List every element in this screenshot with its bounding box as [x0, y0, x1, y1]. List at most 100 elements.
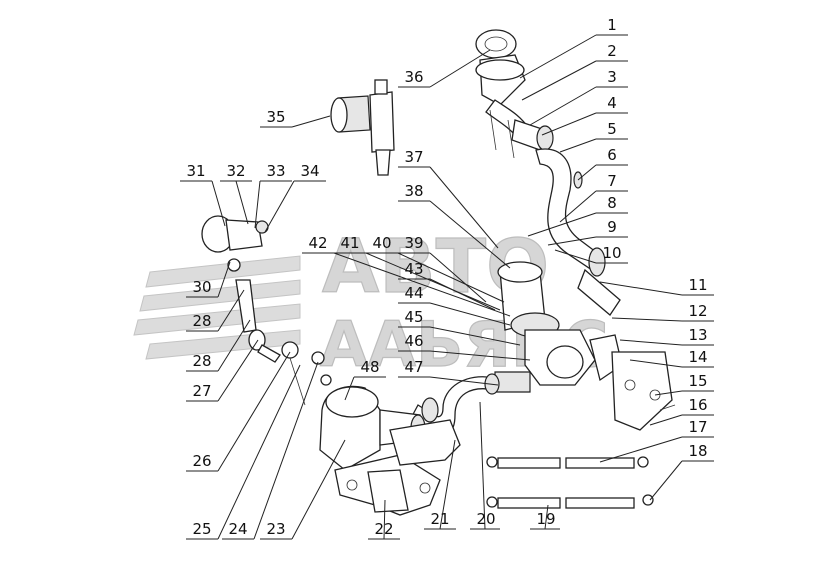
callout-number: 16	[688, 396, 707, 414]
callout-number: 22	[374, 520, 393, 538]
callout-number: 24	[228, 520, 247, 538]
callout-number: 28	[192, 352, 211, 370]
callout-number: 14	[688, 348, 707, 366]
callout-number: 38	[404, 182, 423, 200]
callout-leader	[599, 436, 683, 463]
callout-number: 45	[404, 308, 423, 326]
callout-leader	[429, 278, 496, 311]
callout-number: 21	[430, 510, 449, 528]
top-flange-elbow	[475, 29, 554, 159]
callout-leader	[264, 180, 295, 233]
callout-number: 5	[607, 120, 617, 138]
callout-leader	[291, 115, 331, 128]
callout-leader	[599, 281, 683, 296]
watermark-logo-stripes	[133, 255, 301, 360]
callout-leader	[429, 200, 511, 269]
callout-number: 39	[404, 234, 423, 252]
leader-lines	[180, 34, 714, 540]
callout-number: 35	[266, 108, 285, 126]
callout-number: 11	[688, 276, 707, 294]
callout-number: 25	[192, 520, 211, 538]
callout-leader	[217, 351, 291, 472]
callout-number: 48	[360, 358, 379, 376]
callout-number: 33	[266, 162, 285, 180]
callout-leader	[629, 359, 683, 368]
callout-leader	[333, 252, 511, 317]
right-bracket	[611, 351, 676, 431]
callout-number: 26	[192, 452, 211, 470]
callout-leader	[217, 289, 245, 332]
callout-leader	[649, 414, 683, 426]
callout-leader	[397, 252, 505, 303]
callout-number: 18	[688, 442, 707, 460]
callout-number: 42	[308, 234, 327, 252]
callout-leader	[547, 236, 597, 246]
callout-leader	[611, 317, 683, 322]
callout-leader	[365, 252, 501, 311]
callout-leader	[235, 180, 249, 225]
callout-leader	[429, 326, 521, 346]
callout-number: 44	[404, 284, 423, 302]
callout-number: 27	[192, 382, 211, 400]
callout-leader	[383, 499, 386, 540]
callout-number: 2	[607, 42, 617, 60]
callout-number: 36	[404, 68, 423, 86]
callout-number: 47	[404, 358, 423, 376]
callout-leader	[217, 364, 301, 540]
callout-leader	[619, 339, 683, 346]
callout-number: 30	[192, 278, 211, 296]
callout-number: 23	[266, 520, 285, 538]
callout-leader	[253, 361, 319, 540]
upper-hose	[535, 148, 621, 316]
callout-number: 43	[404, 260, 423, 278]
callout-number: 6	[607, 146, 617, 164]
callout-leader	[559, 190, 597, 223]
callout-leader	[291, 439, 346, 540]
callout-leader	[521, 60, 597, 101]
callout-leader	[429, 49, 491, 88]
callout-leader	[649, 460, 683, 501]
callout-number: 20	[476, 510, 495, 528]
callout-leader	[429, 376, 499, 386]
callout-leader	[254, 180, 261, 229]
callout-leader	[559, 138, 597, 153]
callout-leader	[529, 86, 597, 126]
callout-leader	[429, 302, 511, 326]
callout-number: 3	[607, 68, 617, 86]
callout-number: 32	[226, 162, 245, 180]
callout-number: 19	[536, 510, 555, 528]
straight-tubes	[486, 456, 654, 509]
callout-labels: 1234567891011121314151617181920212223242…	[186, 16, 707, 538]
callout-leader	[217, 319, 251, 372]
callout-leader	[429, 166, 499, 249]
callout-leader	[577, 164, 597, 181]
callout-leader	[217, 339, 259, 402]
callout-leader	[344, 376, 355, 401]
callout-number: 1	[607, 16, 617, 34]
callout-leader	[654, 390, 683, 396]
callout-leader	[544, 504, 549, 530]
callout-number: 4	[607, 94, 617, 112]
callout-number: 12	[688, 302, 707, 320]
callout-number: 10	[602, 244, 621, 262]
left-actuator-chain	[201, 215, 332, 406]
valve-assembly	[330, 79, 395, 176]
callout-number: 17	[688, 418, 707, 436]
callout-leader	[541, 112, 597, 136]
callout-leader	[527, 212, 597, 237]
callout-number: 9	[607, 218, 617, 236]
callout-leader	[429, 350, 531, 361]
callout-leader	[519, 34, 597, 79]
callout-number: 37	[404, 148, 423, 166]
callout-number: 28	[192, 312, 211, 330]
callout-number: 8	[607, 194, 617, 212]
callout-leader	[217, 261, 231, 298]
callout-leader	[429, 252, 487, 303]
callout-number: 13	[688, 326, 707, 344]
callout-leader	[479, 401, 486, 530]
callout-number: 46	[404, 332, 423, 350]
callout-leader	[554, 249, 597, 264]
callout-number: 40	[372, 234, 391, 252]
callout-number: 41	[340, 234, 359, 252]
